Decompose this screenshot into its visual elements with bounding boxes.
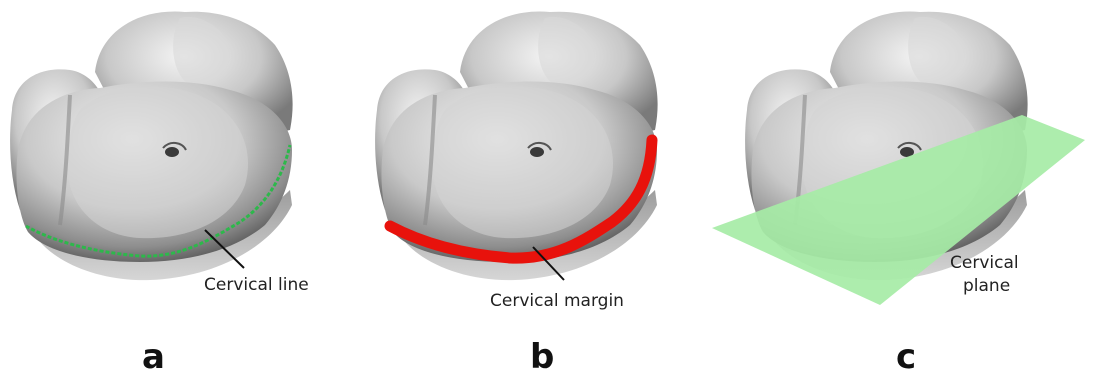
callout-label-c-line1: Cervical xyxy=(950,253,1019,273)
callout-label-b: Cervical margin xyxy=(490,291,624,311)
panel-letter-a: a xyxy=(142,337,165,376)
callout-label-a: Cervical line xyxy=(204,275,309,295)
panel-letter-c: c xyxy=(896,337,916,376)
panel-letter-b: b xyxy=(530,337,554,376)
panel-b: Cervical margin b xyxy=(375,12,658,376)
panel-a: Cervical line a xyxy=(10,12,309,376)
tooth-illustration-a xyxy=(10,12,293,281)
panel-c: Cervical plane c xyxy=(712,12,1085,376)
callout-label-c-line2: plane xyxy=(963,276,1010,296)
